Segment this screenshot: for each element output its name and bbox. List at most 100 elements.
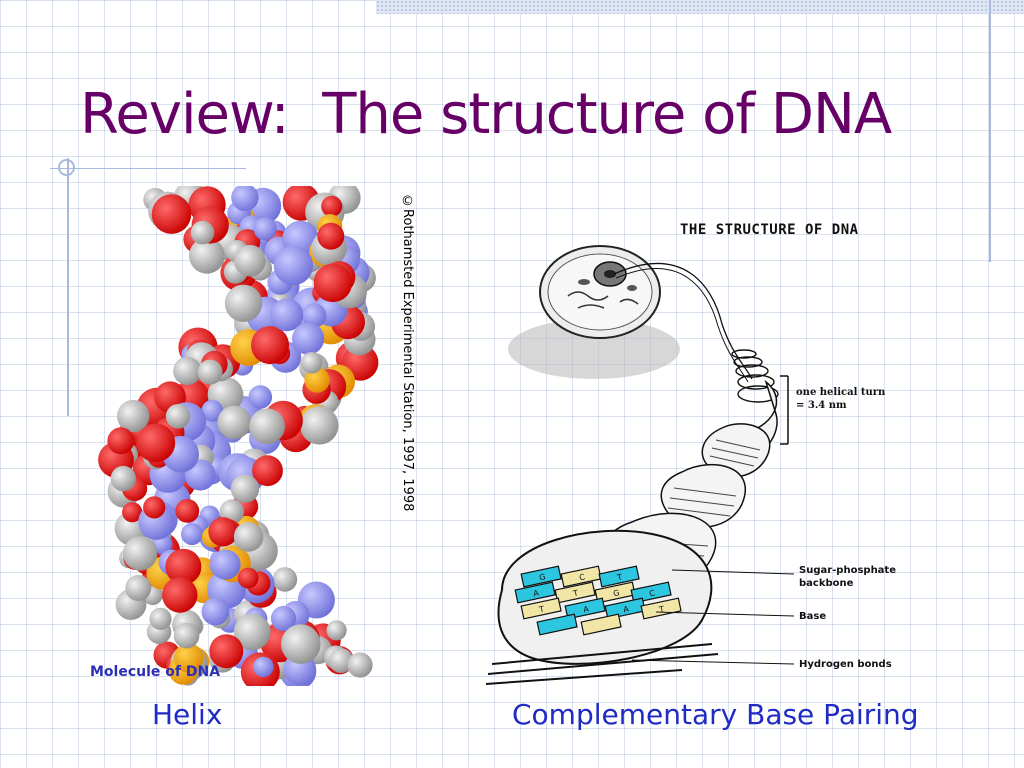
cell-illustration (508, 245, 680, 379)
atom (230, 474, 260, 503)
atom (302, 303, 327, 328)
atom (197, 359, 223, 385)
diagram-title: THE STRUCTURE OF DNA (680, 222, 859, 238)
atom (201, 597, 230, 626)
atom (143, 496, 166, 519)
atom (231, 186, 259, 212)
molecule-label: Molecule of DNA (90, 664, 221, 680)
atom (249, 408, 285, 445)
atom (173, 643, 204, 673)
slide-title: Review: The structure of DNA (80, 82, 892, 147)
helical-turn-label: one helical turn = 3.4 nm (796, 387, 886, 411)
header-band (376, 0, 1024, 14)
base-letter: T (537, 604, 545, 614)
base-label: Base (799, 611, 827, 622)
label-pointers (631, 569, 795, 665)
atom (281, 624, 321, 664)
atom (252, 455, 283, 487)
atom (208, 517, 238, 547)
base-letter: G (538, 572, 546, 582)
atom (270, 605, 297, 632)
atom (117, 399, 150, 433)
base-block (604, 597, 646, 620)
atom (248, 385, 273, 409)
atom (217, 405, 252, 440)
atom (165, 548, 202, 585)
atom (122, 536, 158, 571)
base-block (514, 581, 556, 604)
atom (175, 499, 200, 523)
base-block (554, 581, 596, 604)
base-letter: T (615, 572, 623, 582)
atom (165, 404, 191, 429)
atom (173, 356, 202, 386)
atom (162, 577, 198, 613)
coil (731, 349, 779, 403)
atom (292, 322, 325, 355)
atom (326, 620, 347, 641)
atom (251, 326, 289, 365)
decorative-line-left (67, 158, 69, 416)
base-letter: A (532, 588, 540, 598)
hydrogen-bonds-label: Hydrogen bonds (799, 659, 892, 670)
backbone-label: Sugar-phosphate backbone (799, 565, 896, 589)
base-block (580, 613, 622, 636)
decorative-circle (58, 159, 75, 176)
atom (209, 634, 244, 669)
base-letter: T (657, 604, 665, 614)
atom (304, 367, 330, 393)
atom (136, 423, 176, 463)
base-block (630, 581, 672, 604)
base-block (520, 597, 562, 620)
base-letter: A (582, 604, 590, 614)
atom (300, 352, 323, 374)
base-letter: C (578, 572, 586, 582)
base-block (640, 597, 682, 620)
atom (190, 220, 215, 245)
helical-turn-bracket (780, 375, 789, 445)
atom (125, 575, 152, 601)
atom (210, 549, 241, 580)
atom (110, 465, 136, 492)
base-block (520, 565, 562, 588)
atom (272, 567, 298, 592)
atom (234, 244, 266, 277)
atom (300, 406, 339, 445)
base-letter: C (648, 588, 656, 598)
atom (233, 613, 271, 651)
atom (107, 427, 135, 455)
atom (122, 502, 143, 523)
atom (224, 284, 263, 322)
base-letter: T (571, 588, 579, 598)
atom (233, 522, 264, 552)
atom (347, 652, 373, 678)
base-letter: A (622, 604, 630, 614)
base-block (560, 565, 602, 588)
atom (328, 648, 354, 673)
atom (189, 237, 225, 274)
atom (317, 222, 345, 250)
atom (201, 399, 224, 422)
base-block (594, 581, 636, 604)
base-block (536, 613, 578, 636)
caption-base-pairing: Complementary Base Pairing (512, 698, 919, 731)
atom (313, 263, 353, 303)
atom (151, 194, 192, 234)
caption-helix: Helix (152, 698, 223, 731)
atom (237, 567, 259, 589)
atom (253, 656, 274, 678)
atom (270, 298, 304, 332)
atom (181, 523, 203, 546)
atom (173, 622, 200, 649)
base-block (564, 597, 606, 620)
base-letter: G (612, 588, 620, 598)
atom (321, 195, 343, 217)
base-block (598, 565, 640, 588)
dna-molecule-image (98, 186, 379, 686)
atom (149, 607, 172, 630)
decorative-line-right (989, 0, 991, 262)
copyright-text: ©Rothamsted Experimental Station, 1997, … (400, 194, 415, 512)
atom (273, 245, 314, 286)
atom (253, 217, 277, 241)
